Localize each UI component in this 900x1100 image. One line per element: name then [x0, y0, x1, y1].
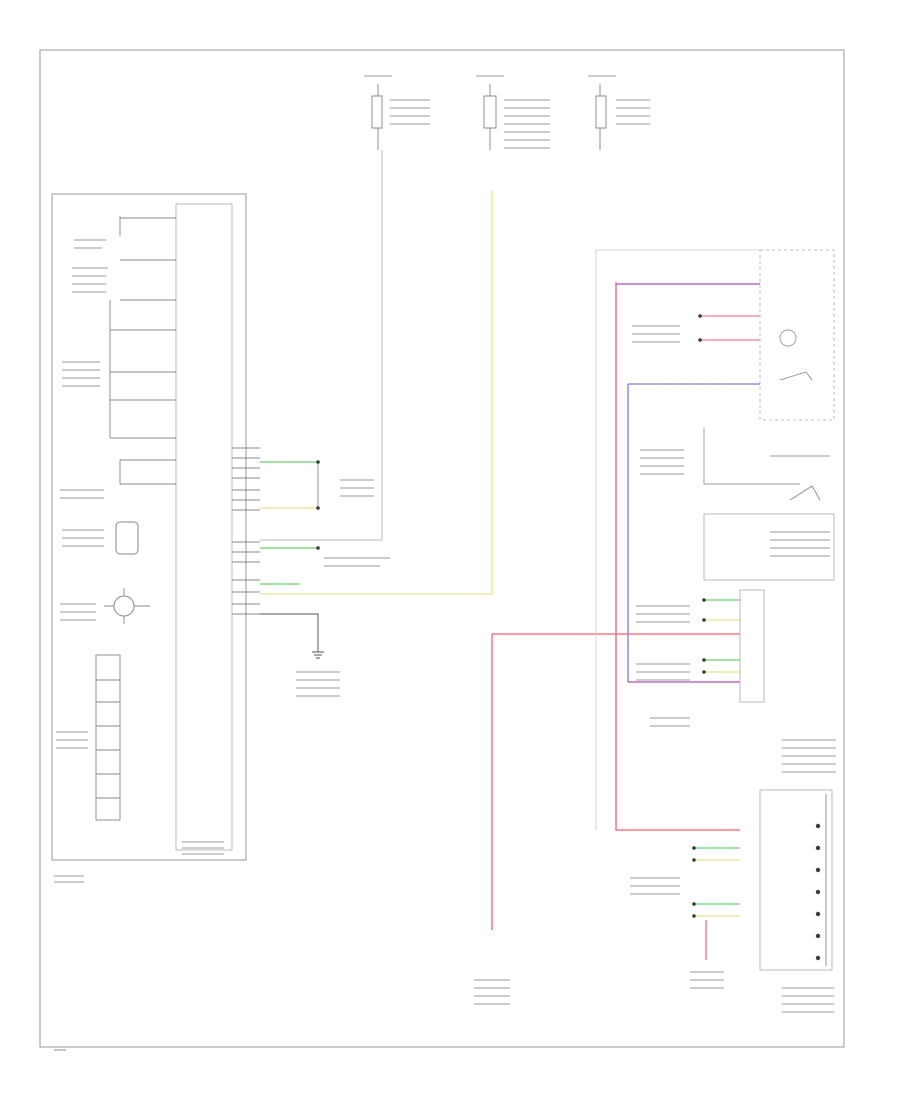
- sensor-icon: [779, 329, 797, 347]
- wire-yellow-right: [706, 619, 740, 673]
- wire-yellow-bottom: [696, 859, 740, 917]
- wire-set: [260, 150, 800, 960]
- top-fuse-boxes: [371, 84, 607, 150]
- wire-green-bottom: [696, 847, 740, 905]
- wire-yellow: [260, 190, 493, 595]
- right-components: [703, 249, 835, 971]
- wire-blue: [627, 383, 760, 682]
- connector-pin-icon: [815, 911, 821, 917]
- connector-pin-icon: [702, 618, 706, 622]
- connector-pin-icon: [316, 460, 320, 464]
- switch-icon: [113, 595, 135, 617]
- wire-red-main: [615, 282, 740, 831]
- transmission-component: [51, 193, 260, 861]
- connector-pin-icon: [815, 845, 821, 851]
- wire-red-left: [491, 633, 740, 930]
- obd-connector: [759, 789, 833, 971]
- wire-green-right: [706, 599, 740, 661]
- connector-pin-icon: [815, 889, 821, 895]
- connector-pin-icon: [692, 846, 696, 850]
- connector-pin-icon: [692, 914, 696, 918]
- connector-pin-icon: [815, 955, 821, 961]
- sensor-icon: [115, 521, 139, 555]
- connector-pins: [316, 314, 821, 961]
- wire-red-sensor: [700, 315, 760, 341]
- connector-pin-icon: [815, 933, 821, 939]
- connector-pin-icon: [702, 658, 706, 662]
- connector-pin-icon: [316, 546, 320, 550]
- diagram-border: [39, 49, 845, 1048]
- connector-pin-icon: [702, 598, 706, 602]
- wire-dark-1: [260, 613, 319, 640]
- label-strokes: [54, 75, 836, 1051]
- connector-pin-icon: [698, 338, 702, 342]
- ground-icon: [312, 640, 324, 659]
- wire-gray-3: [703, 428, 800, 485]
- connector-pin-icon: [316, 506, 320, 510]
- connector-pin-icon: [698, 314, 702, 318]
- connector-pin-icon: [815, 867, 821, 873]
- connector-pin-icon: [815, 823, 821, 829]
- connector-pin-icon: [702, 670, 706, 674]
- wire-gray-1: [260, 150, 383, 541]
- connector-pin-icon: [692, 858, 696, 862]
- connector-pin-icon: [692, 902, 696, 906]
